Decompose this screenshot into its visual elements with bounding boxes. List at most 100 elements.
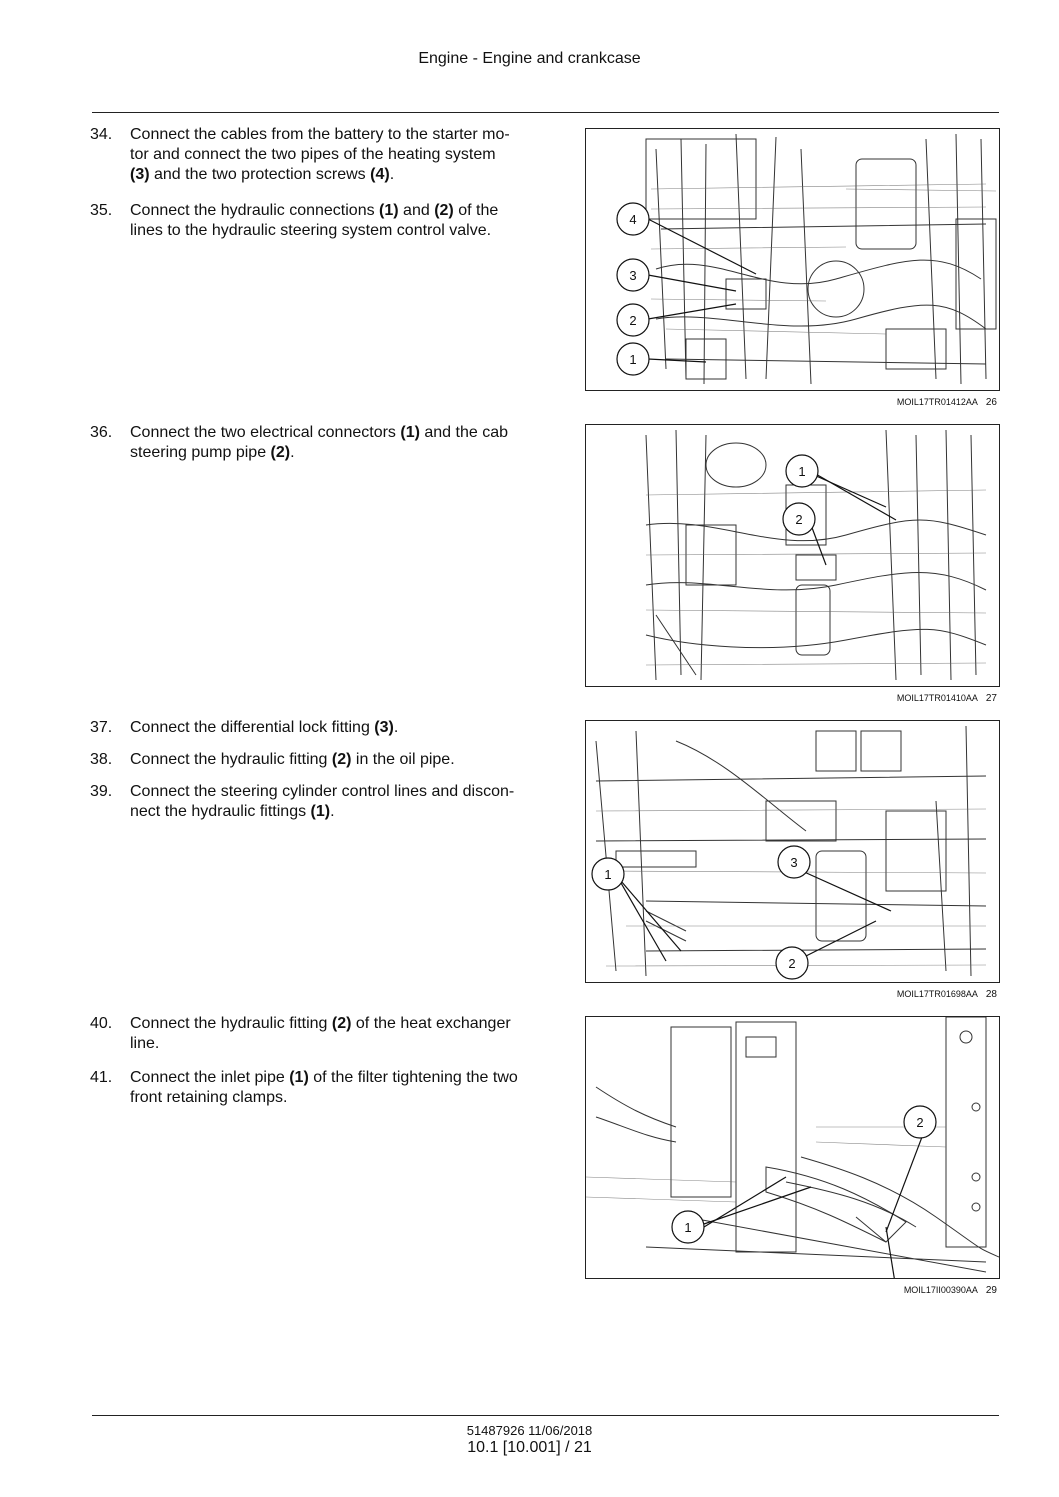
step-text-run: in the oil pipe. bbox=[351, 751, 455, 768]
step-text: Connect the hydraulic fitting (2) in the… bbox=[130, 750, 548, 770]
figure-number: 27 bbox=[985, 693, 997, 704]
step-text-bold-ref: (1) bbox=[310, 803, 331, 820]
step-text-run: of the heat exchanger bbox=[351, 1015, 511, 1032]
step-41: 41. Connect the inlet pipe (1) of the fi… bbox=[90, 1068, 548, 1110]
step-text-bold-ref: (2) bbox=[270, 444, 291, 461]
callout-label: 3 bbox=[790, 855, 797, 870]
step-number: 39. bbox=[90, 783, 113, 800]
step-text: Connect the steering cylinder control li… bbox=[130, 782, 548, 822]
step-text-bold-ref: (1) bbox=[289, 1069, 309, 1086]
callout-circle bbox=[775, 946, 809, 980]
step-text: Connect the cables from the battery to t… bbox=[130, 125, 548, 185]
step-text-run: and the cab bbox=[419, 424, 508, 441]
step-text-run: Connect the hydraulic fitting bbox=[130, 751, 332, 768]
step-text-run: lines to the hydraulic steering system c… bbox=[130, 222, 492, 239]
callout-label: 2 bbox=[916, 1115, 923, 1130]
callout-label: 1 bbox=[684, 1220, 691, 1235]
figure-28-engine-photo: 1 3 2 bbox=[585, 720, 1000, 983]
step-text-run: nect the hydraulic fittings bbox=[130, 803, 311, 820]
step-text: Connect the inlet pipe (1) of the filter… bbox=[130, 1068, 548, 1108]
callout-label: 3 bbox=[629, 268, 636, 283]
step-text-run: of the bbox=[453, 202, 499, 219]
figure-code: MOIL17TR01412AA bbox=[896, 397, 978, 407]
callout-circle bbox=[903, 1105, 937, 1139]
step-text-run: . bbox=[389, 166, 395, 183]
step-text: Connect the hydraulic connections (1) an… bbox=[130, 201, 548, 241]
step-text: Connect the differential lock fitting (3… bbox=[130, 718, 548, 738]
step-text-run: . bbox=[290, 444, 295, 461]
step-text-bold-ref: (1) bbox=[379, 202, 399, 219]
step-39: 39. Connect the steering cylinder contro… bbox=[90, 782, 548, 824]
step-text-run: . bbox=[393, 719, 399, 736]
figure-number: 29 bbox=[985, 1285, 997, 1296]
step-35: 35. Connect the hydraulic connections (1… bbox=[90, 201, 548, 243]
step-text-bold-ref: (4) bbox=[370, 166, 390, 183]
step-text-run: and the two protection screws bbox=[149, 166, 371, 183]
step-text: Connect the hydraulic fitting (2) of the… bbox=[130, 1014, 548, 1054]
step-text-run: Connect the inlet pipe bbox=[130, 1069, 290, 1086]
figure-28-caption: MOIL17TR01698AA 28 bbox=[897, 989, 997, 1000]
figure-number: 28 bbox=[985, 989, 997, 1000]
step-36: 36. Connect the two electrical connector… bbox=[90, 423, 548, 465]
figure-26-engine-photo: 4 3 2 1 bbox=[585, 128, 1000, 391]
step-text-run: Connect the cables from the battery to t… bbox=[130, 126, 510, 143]
step-number: 37. bbox=[90, 719, 113, 736]
step-text-run: Connect the differential lock fitting bbox=[130, 719, 375, 736]
step-number: 41. bbox=[90, 1069, 113, 1086]
step-38: 38. Connect the hydraulic fitting (2) in… bbox=[90, 750, 548, 772]
page-header-title: Engine - Engine and crankcase bbox=[418, 50, 641, 67]
step-number: 38. bbox=[90, 751, 113, 768]
figure-code: MOIL17TR01410AA bbox=[896, 693, 978, 703]
figure-code: MOIL17II00390AA bbox=[903, 1285, 978, 1295]
callout-circle bbox=[591, 857, 625, 891]
figure-code: MOIL17TR01698AA bbox=[896, 989, 978, 999]
step-number: 35. bbox=[90, 202, 113, 219]
step-37: 37. Connect the differential lock fittin… bbox=[90, 718, 548, 740]
callout-circle bbox=[616, 202, 650, 236]
callout-label: 2 bbox=[788, 956, 795, 971]
step-text-bold-ref: (2) bbox=[331, 1015, 352, 1032]
step-number: 34. bbox=[90, 126, 113, 143]
step-34: 34. Connect the cables from the battery … bbox=[90, 125, 548, 187]
figure-number: 26 bbox=[985, 397, 997, 408]
step-text-run: Connect the steering cylinder control li… bbox=[130, 783, 515, 800]
step-text-run: steering pump pipe bbox=[130, 444, 271, 461]
step-number: 40. bbox=[90, 1015, 113, 1032]
step-text-run: Connect the hydraulic connections bbox=[130, 202, 380, 219]
step-text-run: tor and connect the two pipes of the hea… bbox=[130, 146, 496, 163]
footer-page-line: 10.1 [10.001] / 21 bbox=[467, 1439, 592, 1456]
step-text-run: Connect the two electrical connectors bbox=[130, 424, 401, 441]
figure-29-caption: MOIL17II00390AA 29 bbox=[904, 1285, 997, 1296]
footer-rule bbox=[92, 1415, 999, 1416]
figure-27-engine-photo: 1 2 bbox=[585, 424, 1000, 687]
callout-circle bbox=[616, 303, 650, 337]
step-text: Connect the two electrical connectors (1… bbox=[130, 423, 548, 463]
header-rule bbox=[92, 112, 999, 113]
callout-circle bbox=[782, 502, 816, 536]
callout-circle bbox=[616, 258, 650, 292]
callout-circle bbox=[671, 1210, 705, 1244]
footer-doc-line: 51487926 11/06/2018 bbox=[466, 1423, 593, 1438]
step-text-bold-ref: (3) bbox=[374, 719, 394, 736]
figure-29-engine-photo: 2 1 bbox=[585, 1016, 1000, 1279]
step-text-bold-ref: (2) bbox=[331, 751, 352, 768]
callout-label: 2 bbox=[795, 512, 802, 527]
callout-label: 1 bbox=[798, 464, 805, 479]
step-text-run: and bbox=[398, 202, 435, 219]
figure-27-caption: MOIL17TR01410AA 27 bbox=[897, 693, 997, 704]
step-number: 36. bbox=[90, 424, 113, 441]
callout-label: 2 bbox=[629, 313, 636, 328]
step-text-run: of the filter tightening the two bbox=[308, 1069, 518, 1086]
callout-label: 1 bbox=[604, 867, 611, 882]
step-text-bold-ref: (3) bbox=[130, 166, 150, 183]
callout-label: 1 bbox=[629, 352, 636, 367]
step-text-run: front retaining clamps. bbox=[130, 1089, 288, 1106]
step-40: 40. Connect the hydraulic fitting (2) of… bbox=[90, 1014, 548, 1056]
callout-circle bbox=[616, 342, 650, 376]
callout-circle bbox=[785, 454, 819, 488]
step-text-bold-ref: (1) bbox=[400, 424, 420, 441]
callout-label: 4 bbox=[629, 212, 636, 227]
step-text-bold-ref: (2) bbox=[434, 202, 454, 219]
step-text-run: Connect the hydraulic fitting bbox=[130, 1015, 332, 1032]
figure-26-caption: MOIL17TR01412AA 26 bbox=[897, 397, 997, 408]
